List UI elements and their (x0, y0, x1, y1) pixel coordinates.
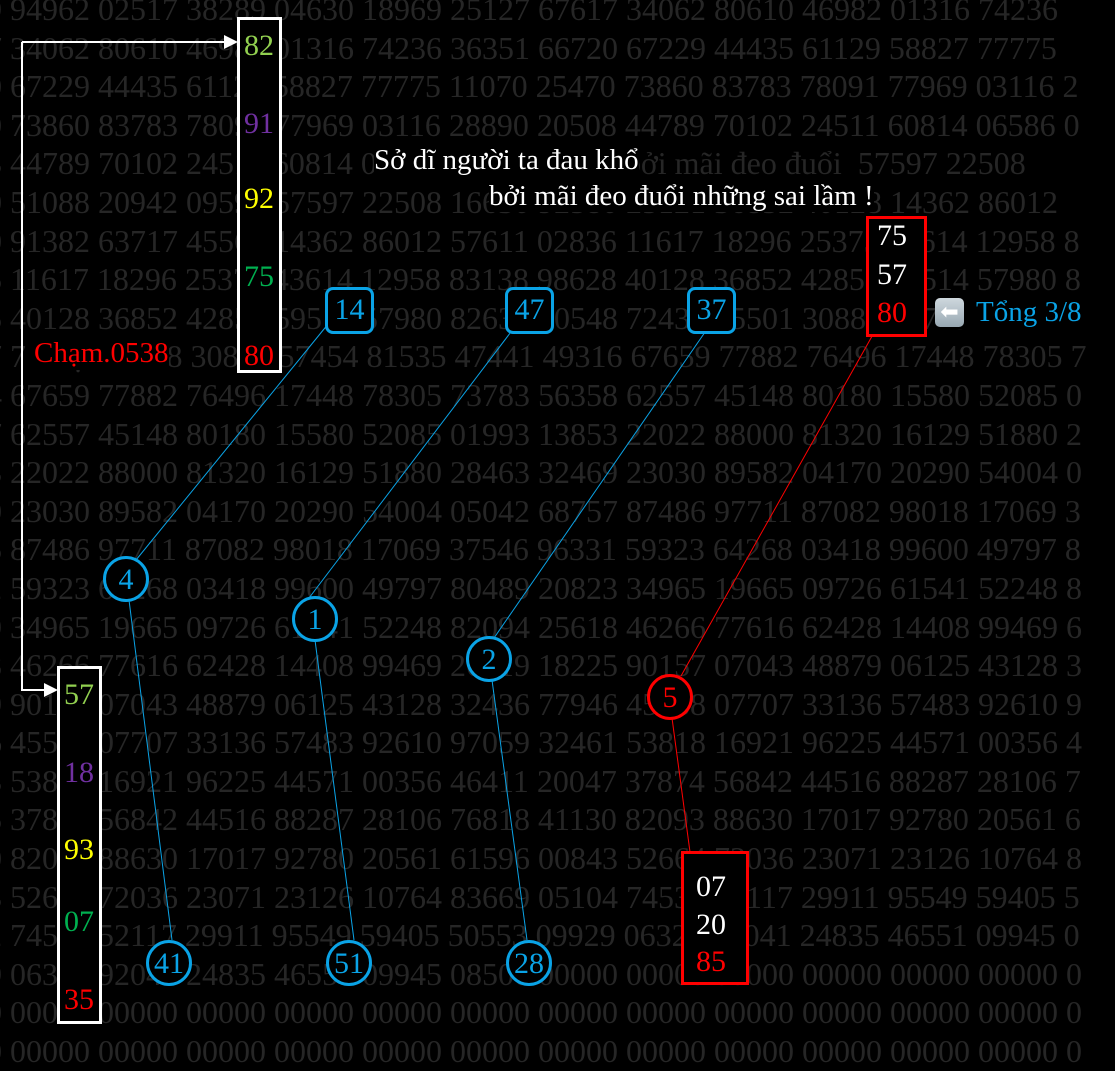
background-number-row: 7 62557 45148 80180 15580 52085 01993 13… (0, 415, 1082, 452)
column-number: 35 (64, 983, 94, 1016)
arrow-head-bottom (44, 683, 58, 697)
line-1-51 (314, 639, 355, 941)
top-number-column: 82 91 92 75 80 (237, 17, 282, 373)
quote-line-1: Sở dĩ người ta đau khổ (374, 144, 639, 176)
top-box-37: 37 (687, 287, 736, 334)
red-top-value: 75 (877, 219, 907, 252)
background-number-row: 4 67659 77882 76496 17448 78305 73783 56… (0, 376, 1082, 413)
red-top-box: 75 57 80 (866, 216, 927, 337)
background-number-row: 5 87486 97711 87082 98018 17069 37546 96… (0, 531, 1081, 568)
quote-line-2: bởi mãi đeo đuổi những sai lầm ! (489, 180, 874, 212)
arrow-line (21, 42, 50, 691)
line-14-4 (135, 317, 334, 561)
background-number-row: 0 23030 89582 04170 20290 54004 05042 68… (0, 492, 1081, 529)
background-number-row: 8 46266 77616 62428 14408 99469 26219 18… (0, 647, 1082, 684)
red-top-value: 57 (877, 258, 907, 291)
total-indicator: ⬅ Tổng 3/8 (935, 296, 1082, 329)
background-number-row: 9 06320 92041 24835 46551 09945 08500 00… (0, 955, 1082, 992)
connector-lines (21, 35, 881, 941)
background-number-row: 0 67229 44435 61129 58827 77775 11070 25… (0, 68, 1079, 105)
red-bottom-value: 85 (696, 945, 726, 978)
circle-41: 41 (146, 940, 192, 986)
circle-51: 51 (326, 940, 372, 986)
background-number-row: 9 94962 02517 38289 04630 18969 25127 67… (0, 0, 1058, 27)
top-box-14: 14 (325, 287, 374, 334)
column-number: 93 (64, 833, 94, 866)
background-number-row: 3 53818 16921 96225 44571 00356 46411 20… (0, 762, 1081, 799)
circle-28: 28 (506, 940, 552, 986)
column-number: 91 (244, 107, 274, 140)
red-bottom-value: 07 (696, 870, 726, 903)
column-number: 92 (244, 182, 274, 215)
column-number: 07 (64, 905, 94, 938)
background-number-row: 9 34965 19665 09726 61541 52248 82094 25… (0, 608, 1082, 645)
red-top-value: 80 (877, 296, 907, 329)
background-number-row: 5 37874 56842 44516 88287 28106 76818 41… (0, 801, 1081, 838)
circle-4: 4 (103, 556, 149, 602)
total-label: Tổng 3/8 (976, 296, 1082, 328)
top-box-47: 47 (505, 287, 554, 334)
line-37-2 (493, 321, 713, 639)
line-4-41 (128, 599, 173, 941)
arrow-head-top (224, 35, 238, 49)
column-number: 75 (244, 260, 274, 293)
red-bottom-value: 20 (696, 908, 726, 941)
circle-1: 1 (292, 596, 338, 642)
line-80-5 (680, 321, 881, 677)
line-5-box (671, 717, 691, 853)
column-number: 82 (244, 29, 274, 62)
line-47-1 (305, 319, 521, 603)
column-number: 18 (64, 756, 94, 789)
bottom-number-column: 57 18 93 07 35 (57, 666, 102, 1024)
circle-2: 2 (466, 636, 512, 682)
left-arrow-icon: ⬅ (935, 298, 964, 327)
red-bottom-box: 07 20 85 (681, 851, 749, 985)
column-number: 57 (64, 678, 94, 711)
line-2-28 (491, 679, 528, 941)
background-number-row: 3 22022 88000 81320 16129 51880 28463 32… (0, 454, 1082, 491)
cham-label: Chạm.0538 (34, 336, 169, 370)
circle-5-red: 5 (647, 674, 693, 720)
background-number-row: 0 00000 00000 00000 00000 00000 00000 00… (0, 994, 1082, 1031)
column-number: 80 (244, 339, 274, 372)
